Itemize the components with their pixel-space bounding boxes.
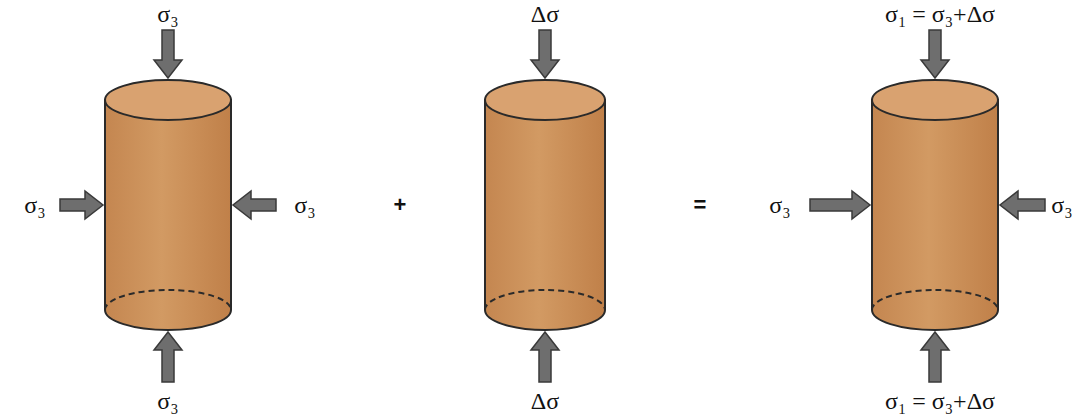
stress-label: σ₃ bbox=[1051, 193, 1072, 217]
soil-sample-cylinder bbox=[485, 80, 605, 330]
stress-label: σ₃ bbox=[157, 389, 178, 413]
stress-label: σ₁ = σ₃+Δσ bbox=[885, 2, 995, 26]
stress-arrow bbox=[531, 30, 559, 382]
stress-arrow bbox=[810, 30, 1045, 382]
stress-label: σ₃ bbox=[24, 193, 45, 217]
operator-symbol: = bbox=[694, 194, 707, 216]
stress-label: Δσ bbox=[531, 389, 559, 413]
soil-sample-cylinder bbox=[872, 80, 998, 330]
operator-symbol: + bbox=[394, 194, 407, 216]
stress-arrow bbox=[60, 30, 276, 382]
stress-label: σ₃ bbox=[294, 193, 315, 217]
stress-label: σ₁ = σ₃+Δσ bbox=[885, 389, 995, 413]
stress-label: Δσ bbox=[531, 2, 559, 26]
stress-label: σ₃ bbox=[157, 2, 178, 26]
stress-label: σ₃ bbox=[769, 193, 790, 217]
soil-sample-cylinder bbox=[105, 80, 231, 330]
